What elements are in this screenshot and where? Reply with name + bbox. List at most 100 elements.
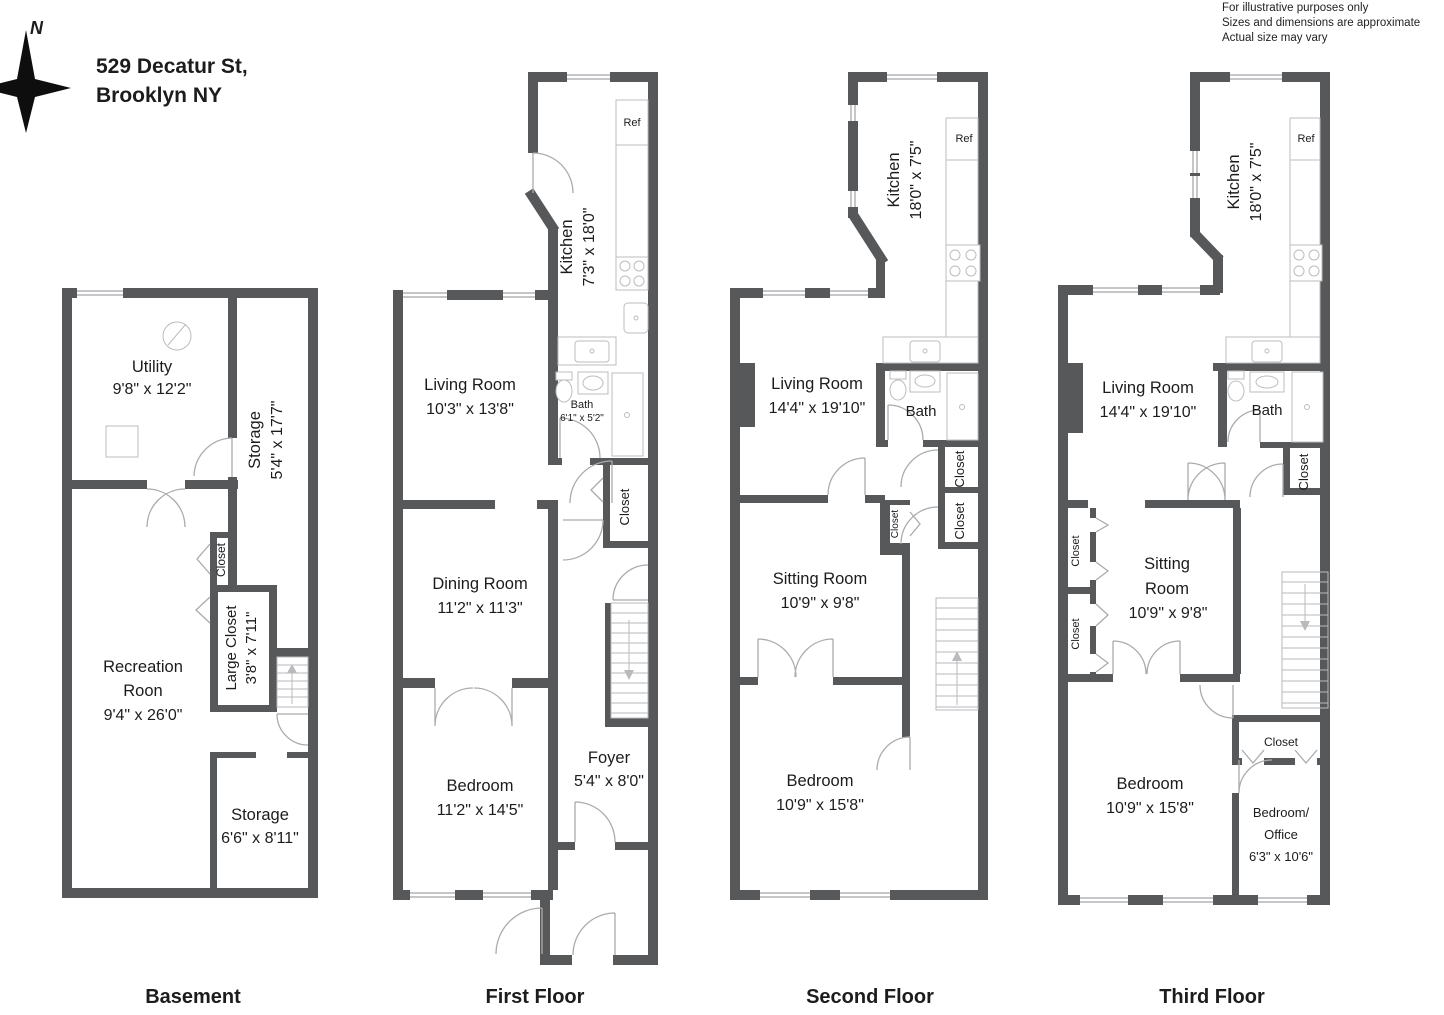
basement-storage-right-label: Storage xyxy=(246,411,264,469)
tf-closet-right-label: Closet xyxy=(1296,453,1311,490)
fireplace xyxy=(1065,363,1083,433)
ff-closet-label: Closet xyxy=(617,488,632,525)
basement-walls xyxy=(62,288,318,898)
tf-bedroom-label: Bedroom xyxy=(1117,775,1184,793)
third-floor-stairs xyxy=(1281,571,1329,709)
third-floor-angled-wall xyxy=(1190,229,1224,264)
stove xyxy=(945,244,981,282)
tf-closet-left1-label: Closet xyxy=(1070,535,1082,566)
tf-office-label1: Bedroom/ xyxy=(1253,805,1310,820)
tf-kitchen-label: Kitchen xyxy=(1225,154,1243,209)
sf-kitchen-label: Kitchen xyxy=(885,152,903,207)
basement-doors xyxy=(146,437,309,746)
second-floor-bath-fixtures xyxy=(889,370,979,441)
basement-storage-bottom-dims: 6'6" x 8'11" xyxy=(221,830,299,847)
basement-large-closet-label: Large Closet xyxy=(223,605,240,691)
disclaimer-line1: For illustrative purposes only xyxy=(1222,2,1369,14)
compass-n-label: N xyxy=(30,18,44,38)
third-floor-windows xyxy=(1080,72,1307,905)
second-floor-angled-wall xyxy=(847,210,889,266)
compass-star xyxy=(0,30,71,133)
refrigerator xyxy=(1289,117,1321,161)
fireplace xyxy=(737,363,755,427)
tf-bedroom-dims: 10'9" x 15'8" xyxy=(1106,800,1194,817)
basement-recreation-dims: 9'4" x 26'0" xyxy=(104,707,183,724)
stove xyxy=(615,256,649,291)
title-second-floor: Second Floor xyxy=(806,986,934,1008)
stairs-down-arrow xyxy=(624,670,634,680)
ff-kitchen-label: Kitchen xyxy=(558,219,576,274)
first-floor-windows xyxy=(403,72,610,900)
title-basement: Basement xyxy=(145,986,241,1008)
disclaimer: For illustrative purposes only Sizes and… xyxy=(1222,1,1420,46)
ff-dining-label: Dining Room xyxy=(432,575,527,593)
toilet xyxy=(555,379,573,403)
tf-sitting-label1: Sitting xyxy=(1144,555,1190,573)
sf-sitting-dims: 10'9" x 9'8" xyxy=(781,595,860,612)
ff-foyer-label: Foyer xyxy=(588,749,631,767)
first-floor-doors xyxy=(434,152,649,956)
floorplan-basement: Utility 9'8" x 12'2" Storage 5'4" x 17'7… xyxy=(62,288,318,898)
tf-office-label2: Office xyxy=(1264,827,1298,842)
address-line1: 529 Decatur St, xyxy=(96,55,248,78)
refrigerator xyxy=(615,99,649,146)
sf-living-label: Living Room xyxy=(771,375,863,393)
toilet-tank xyxy=(555,371,573,381)
title-third-floor: Third Floor xyxy=(1159,986,1265,1008)
toilet xyxy=(889,379,907,401)
third-floor-kitchen-fixtures xyxy=(1225,117,1323,364)
tf-sitting-label2: Room xyxy=(1145,580,1189,598)
stove xyxy=(1289,244,1323,282)
tf-bath-label: Bath xyxy=(1252,402,1283,419)
floorplan-second-floor: Kitchen 18'0" x 7'5" Ref Living Room 14'… xyxy=(730,72,988,900)
first-floor-kitchen-fixtures xyxy=(557,99,649,366)
first-floor-angled-wall xyxy=(524,188,560,234)
refrigerator xyxy=(945,117,979,161)
basement-stairs xyxy=(276,656,309,708)
second-floor-doors xyxy=(757,404,939,771)
address-line2: Brooklyn NY xyxy=(96,84,223,107)
ff-living-label: Living Room xyxy=(424,376,516,394)
second-floor-stairs xyxy=(935,597,979,711)
sf-closet-hall-label: Closet xyxy=(890,510,901,539)
title-first-floor: First Floor xyxy=(485,986,585,1008)
tf-closet-left2-label: Closet xyxy=(1070,618,1082,649)
sf-bath-label: Bath xyxy=(906,403,937,420)
disclaimer-line2: Sizes and dimensions are approximate xyxy=(1222,17,1421,29)
sf-closet-right1-label: Closet xyxy=(952,450,967,487)
sf-sitting-label: Sitting Room xyxy=(773,570,867,588)
ff-foyer-dims: 5'4" x 8'0" xyxy=(574,773,644,790)
basement-recreation-label2: Roon xyxy=(123,682,162,700)
ff-bath-dims: 6'1" x 5'2" xyxy=(560,413,604,424)
toilet xyxy=(1227,380,1245,402)
tf-office-dims: 6'3" x 10'6" xyxy=(1249,849,1313,864)
tf-ref-label: Ref xyxy=(1297,133,1315,145)
tf-closet-center-label: Closet xyxy=(1264,735,1299,749)
tf-sitting-dims: 10'9" x 9'8" xyxy=(1129,605,1208,622)
basement-fixtures xyxy=(105,321,192,458)
first-floor-bath-fixtures xyxy=(555,371,644,457)
basement-utility-label: Utility xyxy=(132,358,173,376)
tf-living-label: Living Room xyxy=(1102,379,1194,397)
floorplan-third-floor: Kitchen 18'0" x 7'5" Ref Living Room 14'… xyxy=(1058,72,1330,905)
toilet-tank xyxy=(1227,370,1245,380)
ff-bath-label: Bath xyxy=(571,399,594,411)
third-floor-doors xyxy=(1095,409,1318,794)
ff-kitchen-dims: 7'3" x 18'0" xyxy=(581,208,598,287)
basement-large-closet-dims: 3'8" x 7'11" xyxy=(243,612,260,685)
third-floor-bath-fixtures xyxy=(1227,370,1324,443)
first-floor-stairs xyxy=(610,602,649,719)
disclaimer-line3: Actual size may vary xyxy=(1222,32,1328,44)
sf-bedroom-dims: 10'9" x 15'8" xyxy=(776,797,864,814)
second-floor-kitchen-fixtures xyxy=(882,117,981,364)
basement-recreation-label1: Recreation xyxy=(103,658,183,676)
stairs-down-arrow xyxy=(1300,621,1310,631)
second-floor-labels: Kitchen 18'0" x 7'5" Ref Living Room 14'… xyxy=(769,133,974,814)
ff-dining-dims: 11'2" x 11'3" xyxy=(437,600,522,617)
stairs-up-arrow xyxy=(952,651,962,661)
address: 529 Decatur St, Brooklyn NY xyxy=(96,52,248,110)
basement-closet-label: Closet xyxy=(214,542,228,577)
sf-kitchen-dims: 18'0" x 7'5" xyxy=(908,141,925,220)
basement-labels: Utility 9'8" x 12'2" Storage 5'4" x 17'7… xyxy=(103,358,299,847)
floorplan-first-floor: Kitchen 7'3" x 18'0" Ref Living Room 10'… xyxy=(393,72,658,965)
